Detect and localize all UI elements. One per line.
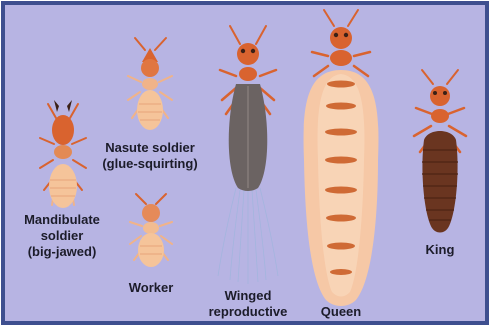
label-line: Mandibulate bbox=[4, 212, 120, 228]
label-king: King bbox=[408, 242, 472, 258]
label-line: Worker bbox=[112, 280, 190, 296]
label-line: Nasute soldier bbox=[88, 140, 212, 156]
label-line: Queen bbox=[300, 304, 382, 320]
label-line: King bbox=[408, 242, 472, 258]
label-winged-reproductive: Winged reproductive bbox=[194, 288, 302, 320]
label-line: Winged bbox=[194, 288, 302, 304]
label-line: reproductive bbox=[194, 304, 302, 320]
label-line: (big-jawed) bbox=[4, 244, 120, 260]
label-line: (glue-squirting) bbox=[88, 156, 212, 172]
label-worker: Worker bbox=[112, 280, 190, 296]
label-mandibulate-soldier: Mandibulate soldier (big-jawed) bbox=[4, 212, 120, 260]
label-nasute-soldier: Nasute soldier (glue-squirting) bbox=[88, 140, 212, 172]
label-queen: Queen bbox=[300, 304, 382, 320]
label-line: soldier bbox=[4, 228, 120, 244]
